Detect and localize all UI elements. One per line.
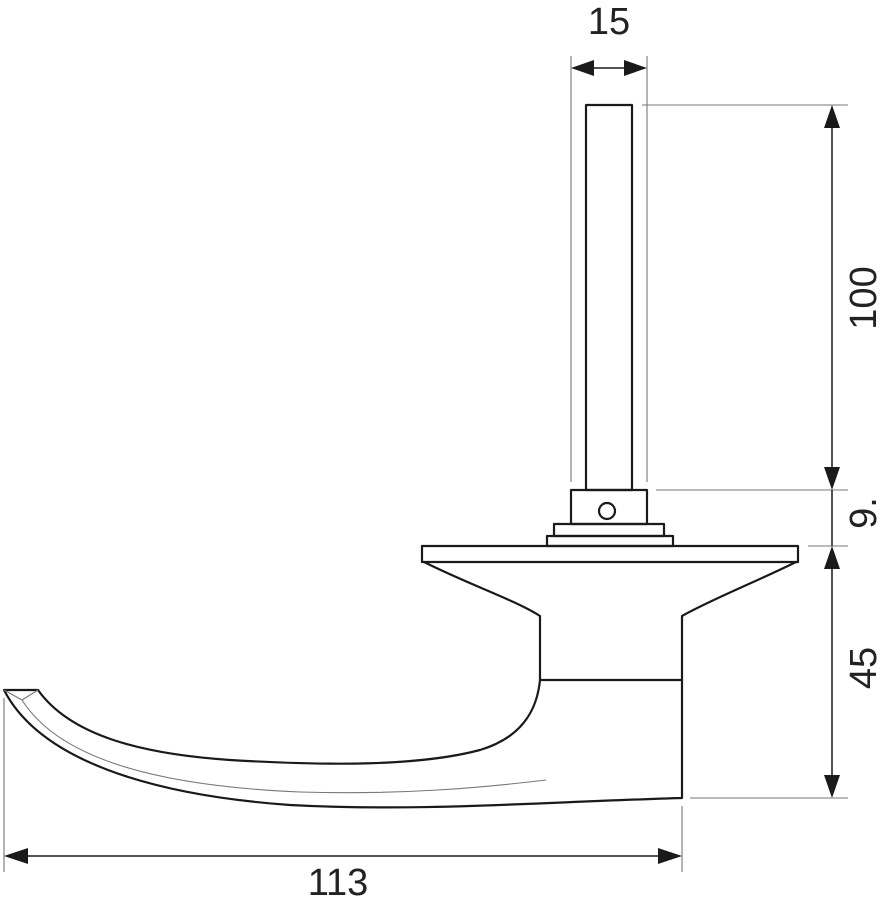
lever-arm (2, 678, 684, 809)
set-screw-hole (597, 501, 617, 521)
spindle (584, 103, 634, 492)
dimension-body-height: 45 (824, 546, 882, 798)
dimension-label-100: 100 (843, 266, 882, 329)
handle-neck (422, 560, 798, 682)
extension-lines (3, 56, 848, 872)
dimension-spindle-length: 100 (824, 105, 882, 490)
washer-lower (545, 534, 675, 548)
dimension-spindle-width: 15 (571, 1, 647, 76)
dimension-label-113: 113 (308, 862, 369, 900)
washer-upper (552, 522, 666, 538)
dimension-label-45: 45 (843, 647, 882, 689)
lever-tip-bevel (3, 689, 23, 701)
lever-tip-bevel-2 (21, 689, 39, 701)
lever-highlight (21, 699, 547, 794)
dimension-label-9: 9. (843, 497, 882, 529)
dimension-label-15: 15 (588, 1, 630, 43)
handle-body (2, 103, 800, 809)
rose-plate (420, 544, 800, 564)
dimension-collar-height: 9. (831, 490, 882, 546)
dimension-overall-length: 113 (4, 848, 682, 900)
